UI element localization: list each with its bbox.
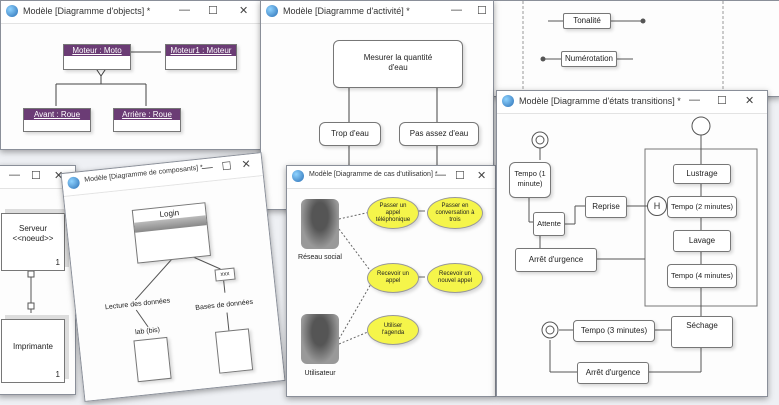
minimize-icon[interactable]: —: [689, 94, 700, 106]
window-title: Modèle [Diagramme d'activité] *: [283, 6, 410, 16]
state-tempo-1min[interactable]: Tempo (1 minute): [509, 162, 551, 198]
state-links: [528, 116, 758, 373]
actor-label-reseau: Réseau social: [298, 254, 342, 261]
close-icon[interactable]: ✕: [745, 95, 755, 107]
maximize-icon[interactable]: ☐: [477, 5, 487, 17]
object-diagram-window: Modèle [Diagramme d'objects] * — ☐ ✕ Mot…: [0, 0, 264, 150]
state-tempo-4min[interactable]: Tempo (4 minutes): [667, 264, 737, 288]
close-icon[interactable]: ✕: [239, 5, 249, 17]
sequence-canvas: Tonalité Numérotation: [493, 1, 779, 96]
state-arret-urgence-1[interactable]: Arrêt d'urgence: [515, 248, 597, 272]
usecase-diagram-window: Modèle [Diagramme de cas d'utilisation] …: [286, 165, 496, 397]
object-moteur1-moteur[interactable]: Moteur1 : Moteur: [165, 44, 237, 70]
title-bar: — ☐ ✕: [0, 166, 75, 189]
deployment-canvas: Serveur <<noeud>> 1 Imprimante 1: [0, 189, 75, 394]
usecase-canvas: Réseau social Utilisateur Passer un appe…: [287, 189, 495, 396]
state-arret-urgence-2[interactable]: Arrêt d'urgence: [577, 362, 649, 384]
app-icon: [266, 5, 278, 17]
state-diagram-window: Modèle [Diagramme d'états transitions] *…: [496, 90, 768, 397]
app-icon: [502, 95, 514, 107]
close-icon[interactable]: ✕: [477, 170, 487, 182]
minimize-icon[interactable]: —: [201, 161, 214, 175]
app-icon: [67, 176, 81, 190]
component-xxx[interactable]: xxx: [214, 267, 236, 282]
state-lavage[interactable]: Lavage: [673, 230, 731, 252]
sequence-diagram-window: Tonalité Numérotation: [492, 0, 779, 97]
component-canvas: Login xxx Lecture des données lab (bis) …: [64, 176, 285, 401]
node-imprimante[interactable]: Imprimante 1: [1, 319, 65, 383]
history-icon[interactable]: H: [647, 196, 667, 216]
title-bar: Modèle [Diagramme d'objects] * — ☐ ✕: [1, 1, 263, 24]
state-canvas: Tempo (1 minute) Reprise H Attente Arrêt…: [497, 114, 767, 396]
maximize-icon[interactable]: ☐: [455, 170, 465, 182]
object-canvas: Moteur : Moto Moteur1 : Moteur Avant : R…: [1, 24, 263, 149]
state-tempo-2min[interactable]: Tempo (2 minutes): [667, 196, 737, 218]
actor-label-utilisateur: Utilisateur: [304, 370, 336, 377]
window-title: Modèle [Diagramme d'états transitions] *: [519, 96, 681, 106]
app-icon: [6, 5, 18, 17]
close-icon[interactable]: ✕: [54, 170, 64, 182]
minimize-icon[interactable]: —: [435, 169, 446, 181]
component-login[interactable]: Login: [131, 202, 212, 264]
object-avant-roue[interactable]: Avant : Roue: [23, 108, 91, 132]
minimize-icon[interactable]: —: [179, 4, 190, 16]
state-sechage[interactable]: Séchage: [671, 316, 733, 348]
node-serveur[interactable]: Serveur <<noeud>> 1: [1, 213, 65, 271]
title-bar: Modèle [Diagramme d'états transitions] *…: [497, 91, 767, 114]
close-icon[interactable]: ✕: [241, 158, 252, 172]
usecase-agenda[interactable]: Utiliser l'agenda: [367, 315, 419, 345]
component-diagram-window: Modèle [Diagramme de composants] * — ☐ ✕…: [60, 152, 286, 402]
sequence-lines: [522, 1, 724, 96]
state-reprise[interactable]: Reprise: [585, 196, 627, 218]
usecase-conversation-trois[interactable]: Passer en conversation à trois: [427, 197, 483, 229]
component-links: [134, 255, 230, 331]
activity-pas-assez-eau[interactable]: Pas assez d'eau: [399, 122, 479, 146]
deployment-links: [27, 270, 35, 313]
maximize-icon[interactable]: ☐: [31, 170, 41, 182]
actor-utilisateur[interactable]: [301, 314, 339, 364]
window-title: Modèle [Diagramme de composants] *: [84, 164, 204, 184]
component-icon-right[interactable]: [214, 328, 254, 374]
maximize-icon[interactable]: ☐: [717, 95, 727, 107]
minimize-icon[interactable]: —: [9, 169, 20, 181]
window-title: Modèle [Diagramme d'objects] *: [23, 6, 151, 16]
activity-mesurer[interactable]: Mesurer la quantité d'eau: [333, 40, 463, 88]
maximize-icon[interactable]: ☐: [221, 160, 233, 174]
component-icon-left[interactable]: [133, 336, 172, 383]
minimize-icon[interactable]: —: [451, 4, 462, 16]
message-numerotation[interactable]: Numérotation: [561, 51, 617, 67]
title-bar: Modèle [Diagramme de cas d'utilisation] …: [287, 166, 495, 189]
window-title: Modèle [Diagramme de cas d'utilisation] …: [309, 171, 438, 178]
usecase-passer-appel[interactable]: Passer un appel téléphonique: [367, 197, 419, 229]
usecase-recevoir-appel[interactable]: Recevoir un appel: [367, 263, 419, 293]
maximize-icon[interactable]: ☐: [208, 5, 218, 17]
app-icon: [292, 170, 304, 182]
activity-trop-eau[interactable]: Trop d'eau: [319, 122, 381, 146]
state-attente[interactable]: Attente: [533, 212, 565, 236]
object-arriere-roue[interactable]: Arrière : Roue: [113, 108, 181, 132]
object-moteur-moto[interactable]: Moteur : Moto: [63, 44, 131, 70]
actor-reseau-social[interactable]: [301, 199, 339, 249]
state-tempo-3min[interactable]: Tempo (3 minutes): [573, 320, 655, 342]
state-lustrage[interactable]: Lustrage: [673, 164, 731, 184]
message-tonalite[interactable]: Tonalité: [563, 13, 611, 29]
usecase-recevoir-nouvel-appel[interactable]: Recevoir un nouvel appel: [427, 263, 483, 293]
title-bar: Modèle [Diagramme d'activité] * — ☐: [261, 1, 493, 24]
